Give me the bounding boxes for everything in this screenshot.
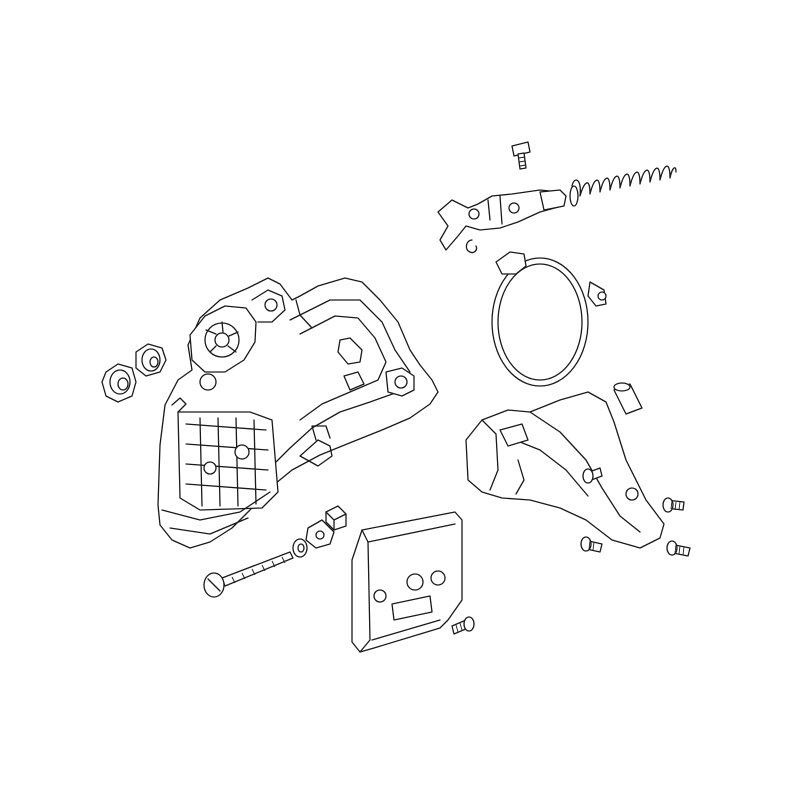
e-clip (465, 239, 478, 254)
collar-nut-large (101, 363, 137, 403)
guide-plate-screw (451, 616, 475, 635)
brake-lever-assembly (437, 189, 567, 251)
lever-screw (511, 141, 531, 170)
cover-screw (582, 467, 603, 484)
cover-screw (580, 536, 603, 553)
chain-sprocket-cover (157, 277, 439, 549)
tensioner-screw (203, 551, 294, 598)
cover-screw (666, 540, 691, 557)
compression-spring (569, 165, 677, 207)
sleeve (613, 382, 643, 415)
chain-catcher (325, 505, 347, 531)
cover-screw (662, 497, 685, 513)
collar-nut-small (135, 343, 167, 377)
guide-plate (351, 511, 463, 653)
brake-band (491, 251, 607, 387)
tensioner-slide (305, 519, 335, 549)
washer (292, 538, 308, 558)
brake-cover (465, 391, 665, 549)
